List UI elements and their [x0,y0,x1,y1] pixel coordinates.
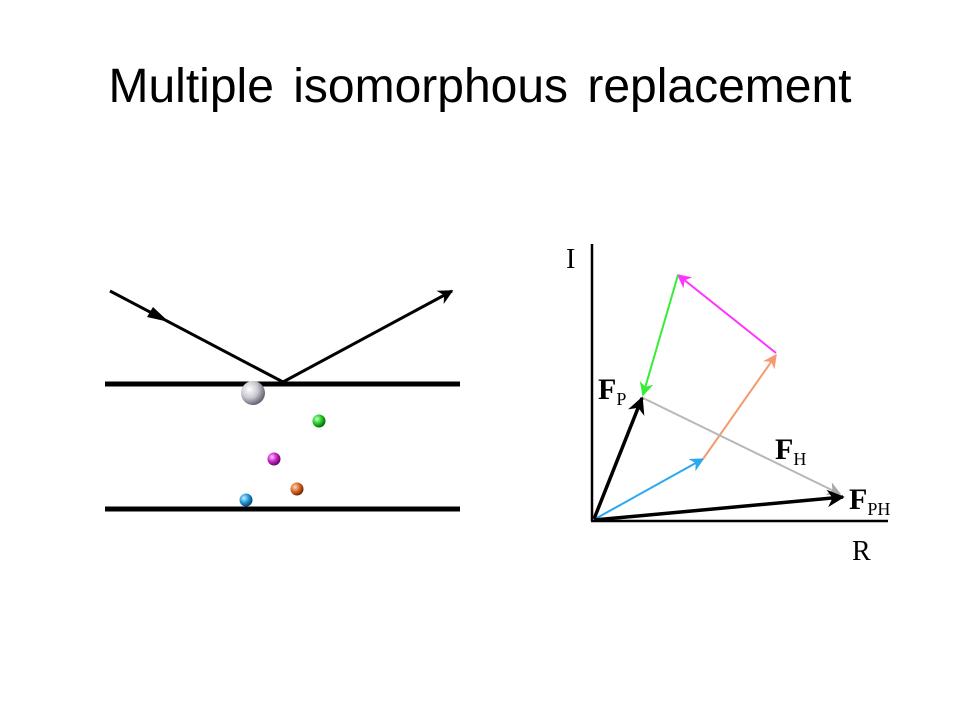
arrow-orange [702,353,777,460]
argand-diagram: I R FP FH FPH [566,244,890,567]
label-fh: FH [775,433,806,469]
axis-label-real: R [852,536,871,567]
axis-label-imaginary: I [566,244,575,275]
label-fph-sub: PH [867,499,890,519]
arrow-magenta [676,274,777,354]
slide-title: Multiple isomorphous replacement [108,60,852,113]
label-fp-sub: P [616,389,626,409]
incident-ray-arrowhead [147,307,169,322]
arrow-cyan [594,458,705,520]
incident-ray [109,289,284,384]
atom-cyan [239,493,253,507]
heavy-atom [241,381,265,405]
vector-fph [593,489,845,522]
label-fph: FPH [849,483,890,519]
atom-magenta [267,452,281,466]
vector-fp [592,396,645,520]
bragg-diagram [105,289,460,512]
arrow-green [639,274,679,397]
atom-green [312,414,326,428]
label-fh-main: F [775,433,793,466]
label-fp-main: F [598,373,616,406]
label-fph-main: F [849,483,867,516]
label-fh-sub: H [793,449,806,469]
reflected-ray [282,289,454,384]
atom-orange [290,482,304,496]
label-fp: FP [598,373,626,409]
vector-fh [642,397,842,495]
